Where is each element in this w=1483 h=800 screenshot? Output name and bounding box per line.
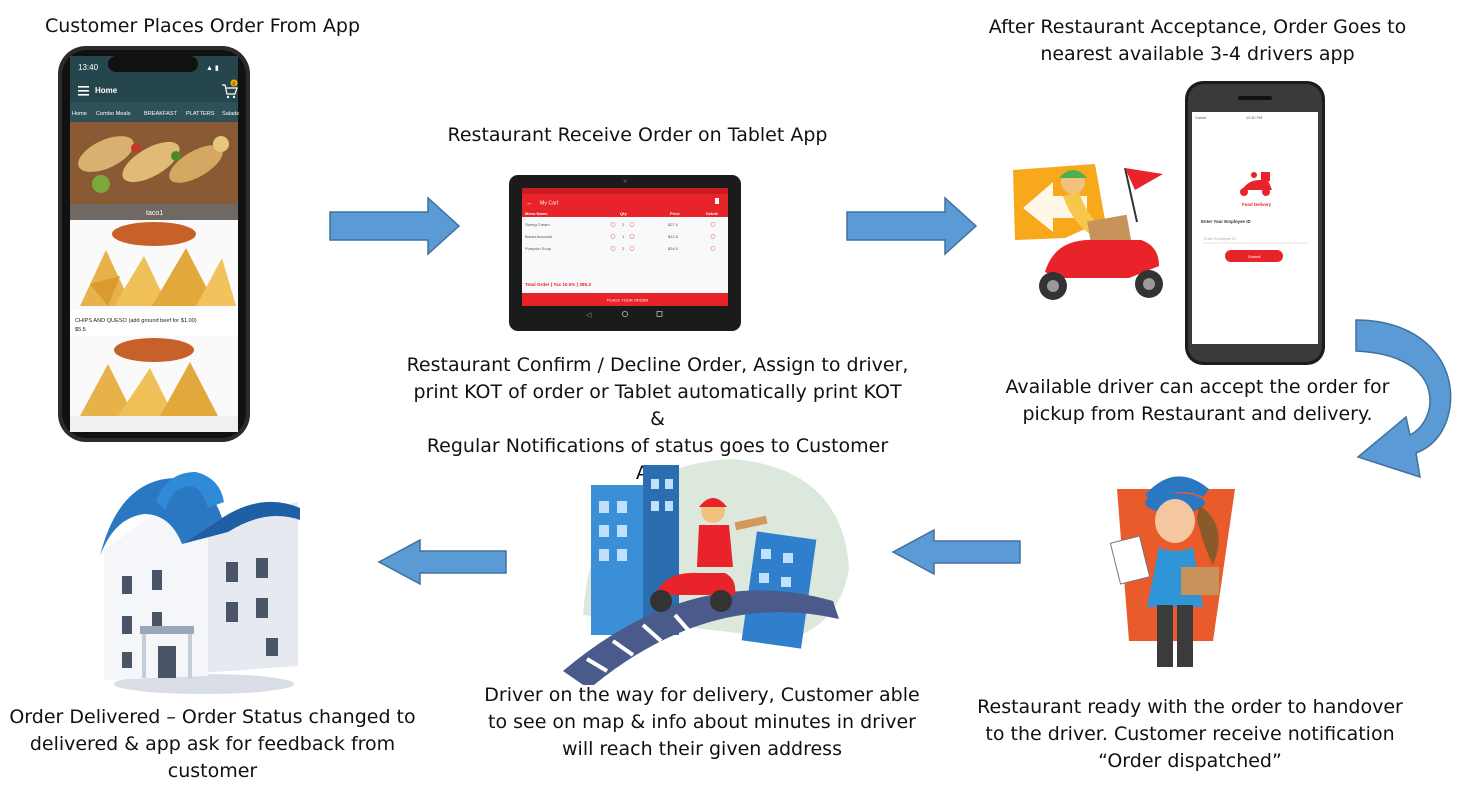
nav-home-icon[interactable] [621,310,629,318]
caption-line: to the driver. Customer receive notifica… [985,723,1395,745]
step2-top-caption: Restaurant Receive Order on Tablet App [447,124,828,146]
chips-salsa-image-2[interactable] [70,336,238,416]
column-header: Price [670,211,681,216]
caption-line: delivered & app ask for feedback from [29,733,396,755]
phone1-tab[interactable]: BREAKFAST [144,111,178,117]
customer-phone-mockup: 13:40 ▲ ▮ Home 0 Home Combo Meals BREAKF… [58,46,250,442]
status-time: 12:40 PM [1246,116,1262,120]
step6-caption: Order Delivered – Order Status changed t… [0,704,425,785]
scooter-driver-illustration [1013,164,1163,300]
phone1-tab[interactable]: Combo Meals [96,111,131,117]
arrow-step4-to-step5 [891,528,1021,576]
food-delivery-logo [1240,172,1272,196]
phone1-tab[interactable]: Home [72,111,87,117]
wifi-battery-icon: ▲ ▮ [206,65,219,72]
chips-queso-image[interactable] [70,220,238,310]
app-name: Food Delivery [1242,202,1272,207]
back-arrow-icon[interactable]: ← [526,200,533,207]
order-row-qty: 2 [622,222,625,227]
nav-back-icon[interactable]: ◁ [586,312,592,319]
submit-button[interactable] [1225,250,1283,262]
phone1-tab[interactable]: PLATTERS [186,111,215,117]
menu-icon[interactable] [78,86,89,96]
delivery-city-illustration [563,459,849,685]
caption-line: to see on map & info about minutes in dr… [488,711,916,733]
step1-caption: Customer Places Order From App [44,15,361,37]
house-illustration [100,472,300,694]
order-row-qty: 1 [622,234,625,239]
submit-label: Submit [1248,254,1261,259]
order-row-name: Spring Cream [525,222,550,227]
chips-item-price: $5.5 [75,327,86,333]
order-row-price: $34.0 [668,246,679,251]
phone1-time: 13:40 [78,63,99,72]
place-order-button[interactable] [522,293,728,306]
employee-id-prompt: Enter Your Employee ID [1201,219,1251,224]
caption-line: Order Delivered – Order Status changed t… [9,706,416,728]
caption-line: “Order dispatched” [1098,750,1282,772]
phone1-header-title: Home [95,86,118,95]
driver-phone-mockup: Carrier 12:40 PM Food Delivery Enter You… [1185,81,1325,365]
caption-line: Available driver can accept the order fo… [1005,376,1390,398]
caption-line: customer [167,760,258,782]
step3-top-caption: After Restaurant Acceptance, Order Goes … [975,14,1420,68]
caption-line: will reach their given address [562,738,842,760]
cart-badge: 0 [233,82,236,88]
taco-item-name: taco1 [146,210,163,217]
order-row-name: Pumpkin Soup [525,246,552,251]
arrow-step5-to-step6 [377,538,507,586]
step4-caption: Restaurant ready with the order to hando… [970,694,1410,775]
cart-icon[interactable]: 0 [222,79,238,99]
column-header: Menu Name [525,211,548,216]
order-row-price: $27.0 [668,222,679,227]
caption-line: After Restaurant Acceptance, Order Goes … [988,16,1407,38]
arrow-step1-to-step2 [329,196,461,256]
arrow-step2-to-step3 [846,196,978,256]
caption-line: print KOT of order or Tablet automatical… [413,381,902,430]
column-header: Qty [620,211,627,216]
tablet-cart-title: My Cart [540,201,559,207]
order-row-qty: 2 [622,246,625,251]
caption-line: pickup from Restaurant and delivery. [1022,403,1373,425]
place-order-label: PLACE YOUR ORDER [607,298,648,303]
employee-id-field[interactable]: Enter Employee ID [1204,237,1236,241]
column-header: Delete [706,211,719,216]
order-row-name: Bread Avocado [525,234,553,239]
caption-line: Restaurant ready with the order to hando… [977,696,1403,718]
tablet-total: Total Order ( Tax 10.0% ) 280.3 [525,282,591,287]
step5-caption: Driver on the way for delivery, Customer… [472,682,932,763]
carrier-label: Carrier [1195,116,1207,120]
restaurant-tablet-mockup: ← My Cart Menu Name Qty Price Delete Spr… [509,175,741,331]
trash-icon[interactable] [715,198,719,204]
taco-food-image[interactable]: taco1 [70,122,238,220]
caption-line: nearest available 3-4 drivers app [1040,43,1355,65]
phone1-tab[interactable]: Salads [222,111,239,117]
step3-bottom-caption: Available driver can accept the order fo… [990,374,1405,428]
handover-girl-illustration [1109,476,1235,667]
curved-arrow-step3-to-step4 [1355,319,1452,479]
caption-line: Driver on the way for delivery, Customer… [484,684,920,706]
nav-recent-icon[interactable] [656,311,663,317]
order-row-price: $12.5 [668,234,679,239]
chips-item-name: CHIPS AND QUESO (add ground beef for $1.… [75,318,197,324]
caption-line: Restaurant Confirm / Decline Order, Assi… [406,354,909,376]
